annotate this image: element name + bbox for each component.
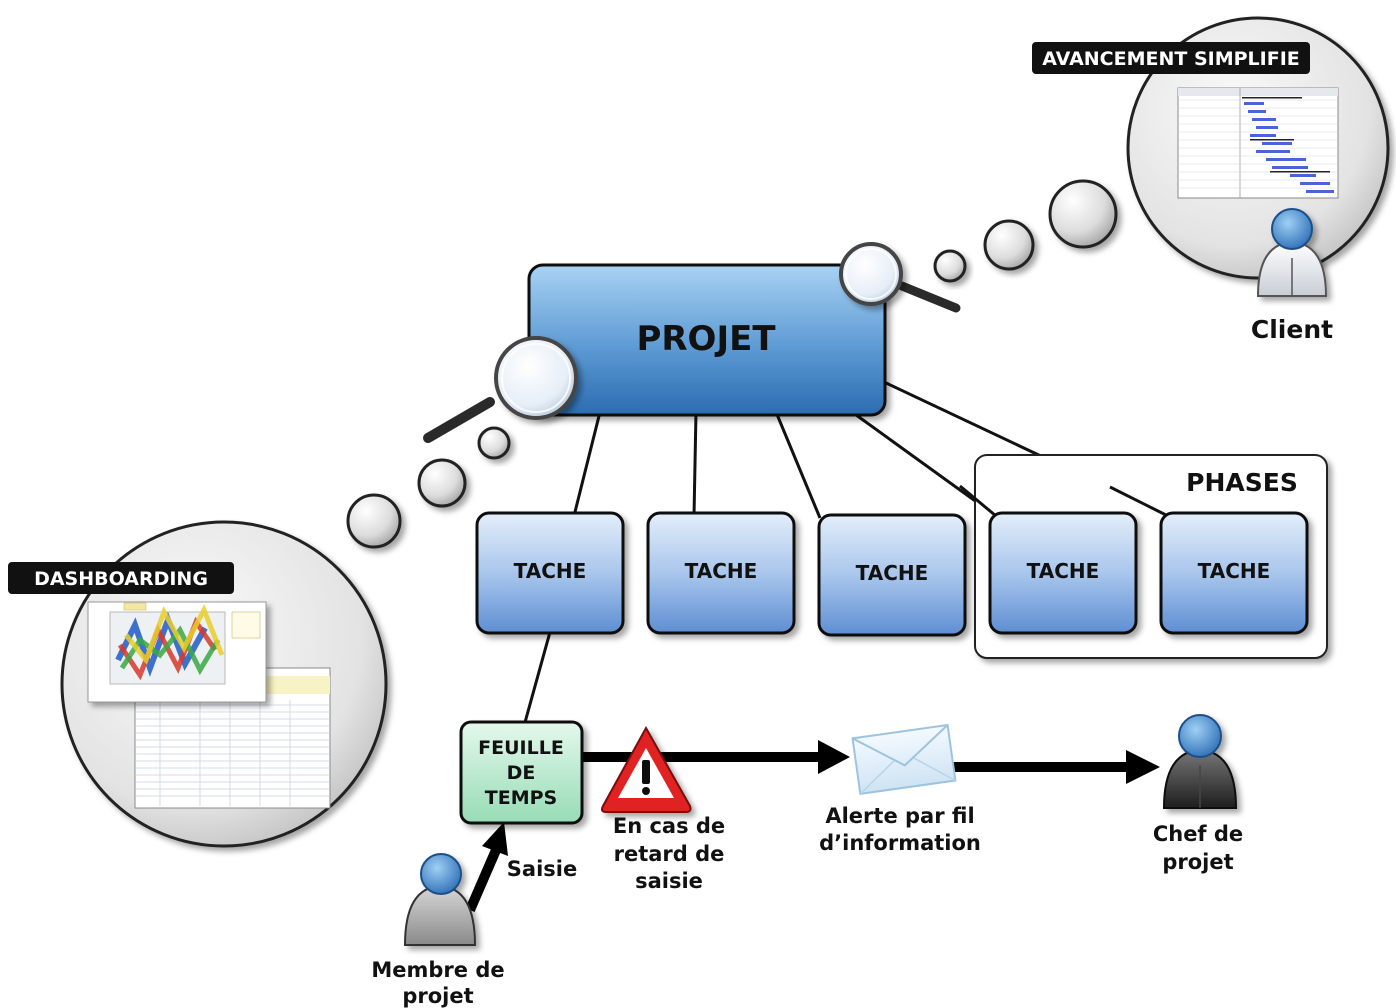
member-person-icon <box>403 853 477 946</box>
envelope-icon <box>851 723 957 795</box>
task-label: TACHE <box>685 559 758 583</box>
member-label-line-2: projet <box>402 984 473 1008</box>
task-label: TACHE <box>1027 559 1100 583</box>
project-node: PROJET <box>527 263 887 417</box>
alert-condition-line-3: saisie <box>635 869 703 893</box>
gantt-thumbnail <box>1177 87 1339 199</box>
alert-condition-line-1: En cas de <box>613 814 725 838</box>
manager-person-icon <box>1162 714 1238 809</box>
data-grid-header-band <box>265 676 330 694</box>
client-person-icon <box>1256 208 1328 297</box>
dashboarding-label: DASHBOARDING <box>34 568 208 590</box>
task-label: TACHE <box>514 559 587 583</box>
magnifier-icon <box>423 336 578 443</box>
manager-label-line-1: Chef de <box>1153 822 1243 846</box>
dashboarding-bubble: DASHBOARDING <box>8 520 388 848</box>
phases-label: PHASES <box>1186 468 1298 497</box>
timesheet-box <box>459 720 584 825</box>
avancement-bubble: AVANCEMENT SIMPLIFIE <box>1032 16 1390 280</box>
dashboard-screenshot <box>87 601 331 809</box>
client-label: Client <box>1251 315 1333 344</box>
task-node-2: TACHE <box>646 511 796 635</box>
flow-arrows <box>465 740 1160 912</box>
alert-feed-line-2: d’information <box>819 831 981 855</box>
task-node-3: TACHE <box>817 513 967 637</box>
timesheet-line-3: TEMPS <box>485 787 557 809</box>
timesheet-line-1: FEUILLE <box>478 737 564 759</box>
thought-bubbles-left <box>346 426 511 549</box>
member-label-line-1: Membre de <box>371 958 504 982</box>
timesheet-line-2: DE <box>507 762 536 784</box>
task-label: TACHE <box>1198 559 1271 583</box>
alert-condition-line-2: retard de <box>614 842 725 866</box>
alert-feed-line-1: Alerte par fil <box>825 804 974 828</box>
task-label: TACHE <box>856 561 929 585</box>
project-label: PROJET <box>636 319 776 359</box>
avancement-label: AVANCEMENT SIMPLIFIE <box>1042 48 1300 70</box>
magnifier-icon <box>839 242 961 313</box>
manager-label-line-2: projet <box>1162 850 1233 874</box>
timesheet-node: FEUILLE DE TEMPS <box>459 720 584 825</box>
task-node-4: TACHE <box>988 511 1138 635</box>
avancement-tag <box>1032 42 1310 74</box>
warning-icon <box>601 725 692 813</box>
dashboarding-tag <box>8 562 234 594</box>
task-node-1: TACHE <box>475 511 625 635</box>
task-node-5: TACHE <box>1159 511 1309 635</box>
thought-bubbles-right <box>933 179 1118 283</box>
saisie-label: Saisie <box>507 857 577 881</box>
